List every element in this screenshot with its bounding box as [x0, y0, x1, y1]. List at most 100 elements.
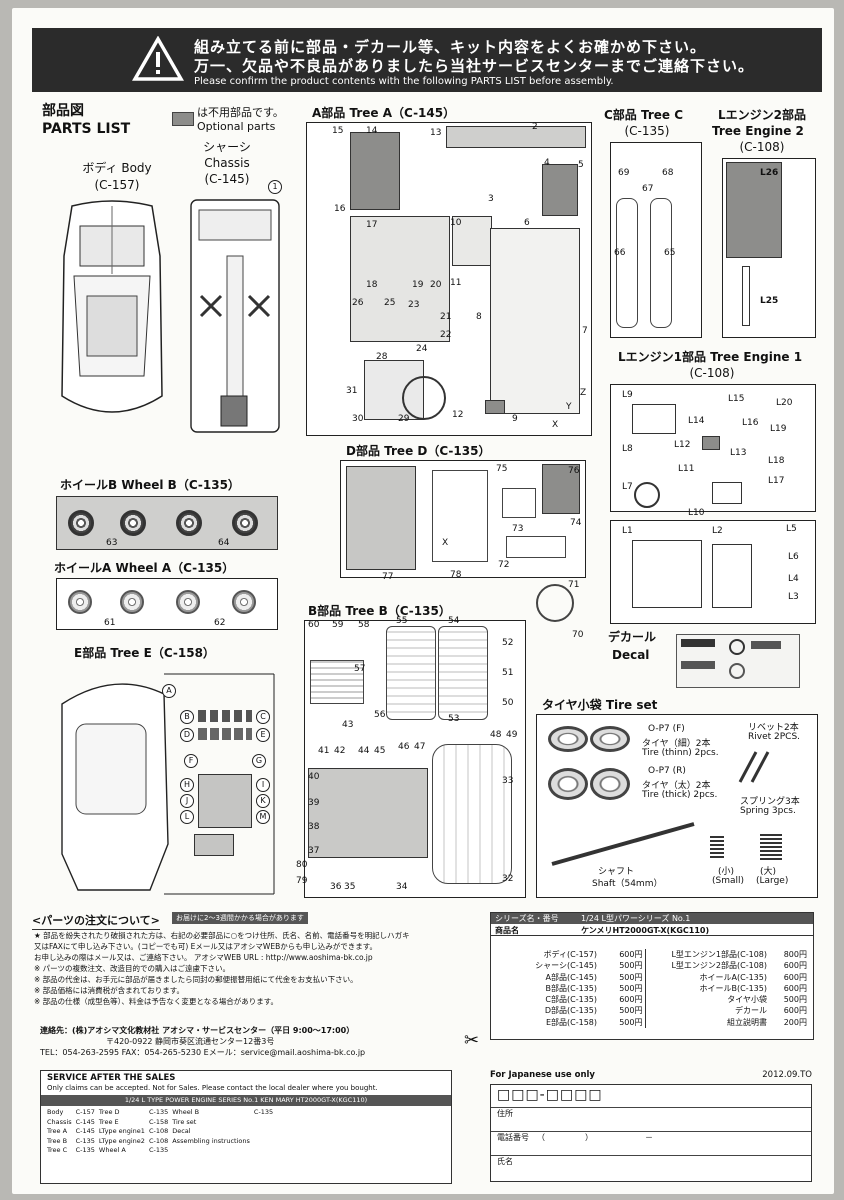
- order-note: お届けに2〜3週間かかる場合があります: [172, 912, 308, 924]
- address-label: 住所: [497, 1109, 513, 1118]
- warning-icon: [132, 36, 184, 81]
- part-number: 64: [218, 538, 230, 548]
- engine2-part: [742, 266, 750, 326]
- part-number: 60: [308, 620, 320, 630]
- part-number: 73: [512, 524, 524, 534]
- engine2-optional-part: [726, 162, 782, 258]
- wheel-b-label: ホイールB Wheel B（C-135）: [60, 478, 240, 492]
- part-number: 1: [268, 180, 282, 194]
- wheel-b-part: [232, 510, 258, 536]
- part-number: L19: [770, 424, 787, 434]
- tree-d-part: [346, 466, 416, 570]
- tree-b-part: [310, 660, 364, 704]
- table-row[interactable]: B部品(C-135)500円ホイールB(C-135)600円: [545, 982, 807, 995]
- part-number: H: [180, 778, 194, 792]
- part-number: X: [442, 538, 449, 548]
- part-number: 13: [430, 128, 442, 138]
- part-number: 74: [570, 518, 582, 528]
- part-number: 43: [342, 720, 354, 730]
- part-number: 8: [476, 312, 482, 322]
- warning-line-3: Please confirm the product contents with…: [194, 76, 614, 87]
- decal-label-en: Decal: [612, 648, 650, 662]
- part-number: 4: [544, 158, 550, 168]
- japan-form: For Japanese use only 2012.09.TO □□□-□□□…: [490, 1070, 814, 1186]
- part-number: L13: [730, 448, 747, 458]
- part-number: 45: [374, 746, 386, 756]
- tree-a-optional-part: [542, 164, 578, 216]
- tree-d-part: [432, 470, 488, 562]
- part-number: M: [256, 810, 270, 824]
- part-number: 50: [502, 698, 514, 708]
- part-number: E: [256, 728, 270, 742]
- spring-small-icon: [710, 836, 724, 858]
- optional-label-en: Optional parts: [197, 120, 276, 133]
- phone-field[interactable]: 電話番号（ ） －: [491, 1131, 811, 1155]
- wheel-a-label: ホイールA Wheel A（C-135）: [54, 561, 235, 575]
- phone-format: （ ） －: [537, 1133, 653, 1142]
- order-line: ★ 部品を紛失されたり破損された方は、右記の必要部品に○をつけ住所、氏名、名前、…: [34, 931, 410, 940]
- order-line: ※ 部品の仕様（成型色等）、料金は予告なく変更となる場合があります。: [34, 997, 278, 1006]
- rivet-icon: [738, 751, 770, 783]
- part-number: 65: [664, 248, 676, 258]
- tree-b-label: B部品 Tree B（C-135）: [308, 604, 451, 618]
- part-number: 76: [568, 466, 580, 476]
- part-number: L10: [688, 508, 705, 518]
- tire-thick: [548, 768, 588, 800]
- name-field[interactable]: 氏名: [491, 1155, 811, 1181]
- order-line: 又はFAXにて申し込み下さい。(コピーでも可) Eメール又はアオシマWEBからも…: [34, 942, 377, 951]
- shaft-label-en: Shaft（54mm）: [592, 879, 663, 889]
- engine2-label: Lエンジン2部品: [718, 108, 806, 122]
- part-number: 44: [358, 746, 370, 756]
- address-field[interactable]: 住所: [491, 1107, 811, 1131]
- part-number: 67: [642, 184, 654, 194]
- part-number: 58: [358, 620, 370, 630]
- part-number: 78: [450, 570, 462, 580]
- order-line: お申し込みの際はメール又は、ご連絡下さい。 アオシマWEB URL : http…: [34, 953, 373, 962]
- tree-a-optional-part: [485, 400, 505, 414]
- part-number: 36: [330, 882, 342, 892]
- part-number: 39: [308, 798, 320, 808]
- warning-line-2: 万一、欠品や不良品がありましたら当社サービスセンターまでご連絡下さい。: [194, 57, 755, 75]
- part-number: L1: [622, 526, 633, 536]
- tree-d-part: [506, 536, 566, 558]
- part-number: L5: [786, 524, 797, 534]
- product-label: 商品名: [495, 926, 519, 935]
- part-number: 80: [296, 860, 308, 870]
- tire-set-title: タイヤ小袋 Tire set: [542, 698, 658, 712]
- table-row[interactable]: A部品(C-145)500円ホイールA(C-135)600円: [545, 971, 807, 983]
- part-number: C: [256, 710, 270, 724]
- contact-company: 連絡先：(株)アオシマ文化教材社 アオシマ・サービスセンター（平日 9:00〜1…: [40, 1026, 355, 1035]
- part-number: A: [162, 684, 176, 698]
- part-number: 30: [352, 414, 364, 424]
- product-value: ケンメリHT2000GT-X(KGC110): [581, 926, 710, 935]
- tree-engine1-lower-frame: [610, 520, 816, 624]
- part-number: 29: [398, 414, 410, 424]
- tree-a-label: A部品 Tree A（C-145）: [312, 106, 456, 120]
- engine1-part: [712, 482, 742, 504]
- part-number: 11: [450, 278, 462, 288]
- part-number: 46: [398, 742, 410, 752]
- rivet-label-jp: リベット2本: [748, 723, 799, 733]
- tree-a-part: [350, 216, 450, 342]
- part-number: 20: [430, 280, 442, 290]
- zip-field[interactable]: □□□-□□□□: [497, 1087, 603, 1103]
- contact-block: 連絡先：(株)アオシマ文化教材社 アオシマ・サービスセンター（平日 9:00〜1…: [40, 1025, 460, 1058]
- chassis-label-en: Chassis: [204, 156, 250, 170]
- part-number: 48: [490, 730, 502, 740]
- part-number: 59: [332, 620, 344, 630]
- part-number: L6: [788, 552, 799, 562]
- tree-e-drawing: [61, 673, 275, 895]
- chassis-label-jp: シャーシ: [203, 140, 251, 154]
- part-number: 70: [572, 630, 584, 640]
- engine2-code: (C-108): [739, 140, 785, 154]
- service-head: 1/24 L TYPE POWER ENGINE SERIES No.1 KEN…: [41, 1095, 451, 1106]
- body-code: (C-157): [94, 178, 140, 192]
- tire-r-code: O-P7 (R): [648, 766, 686, 776]
- tree-a-gear: [402, 376, 446, 420]
